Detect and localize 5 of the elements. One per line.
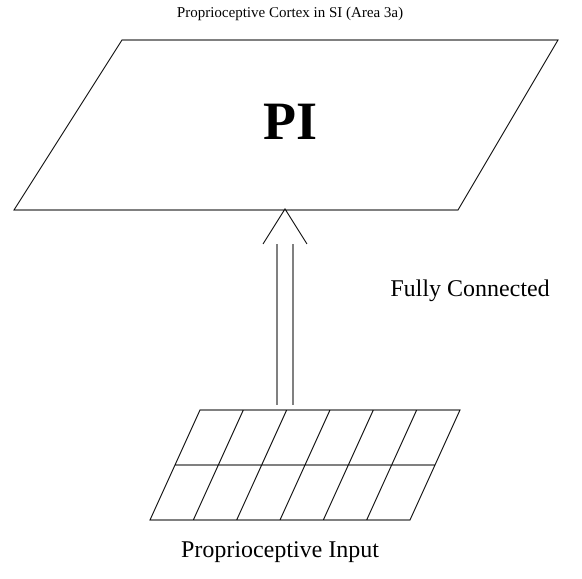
edge-label: Fully Connected <box>390 276 550 303</box>
layer-label: PI <box>263 92 317 152</box>
input-label: Proprioceptive Input <box>181 537 379 564</box>
heading-text: Proprioceptive Cortex in SI (Area 3a) <box>176 5 404 22</box>
double-arrow <box>262 208 308 406</box>
